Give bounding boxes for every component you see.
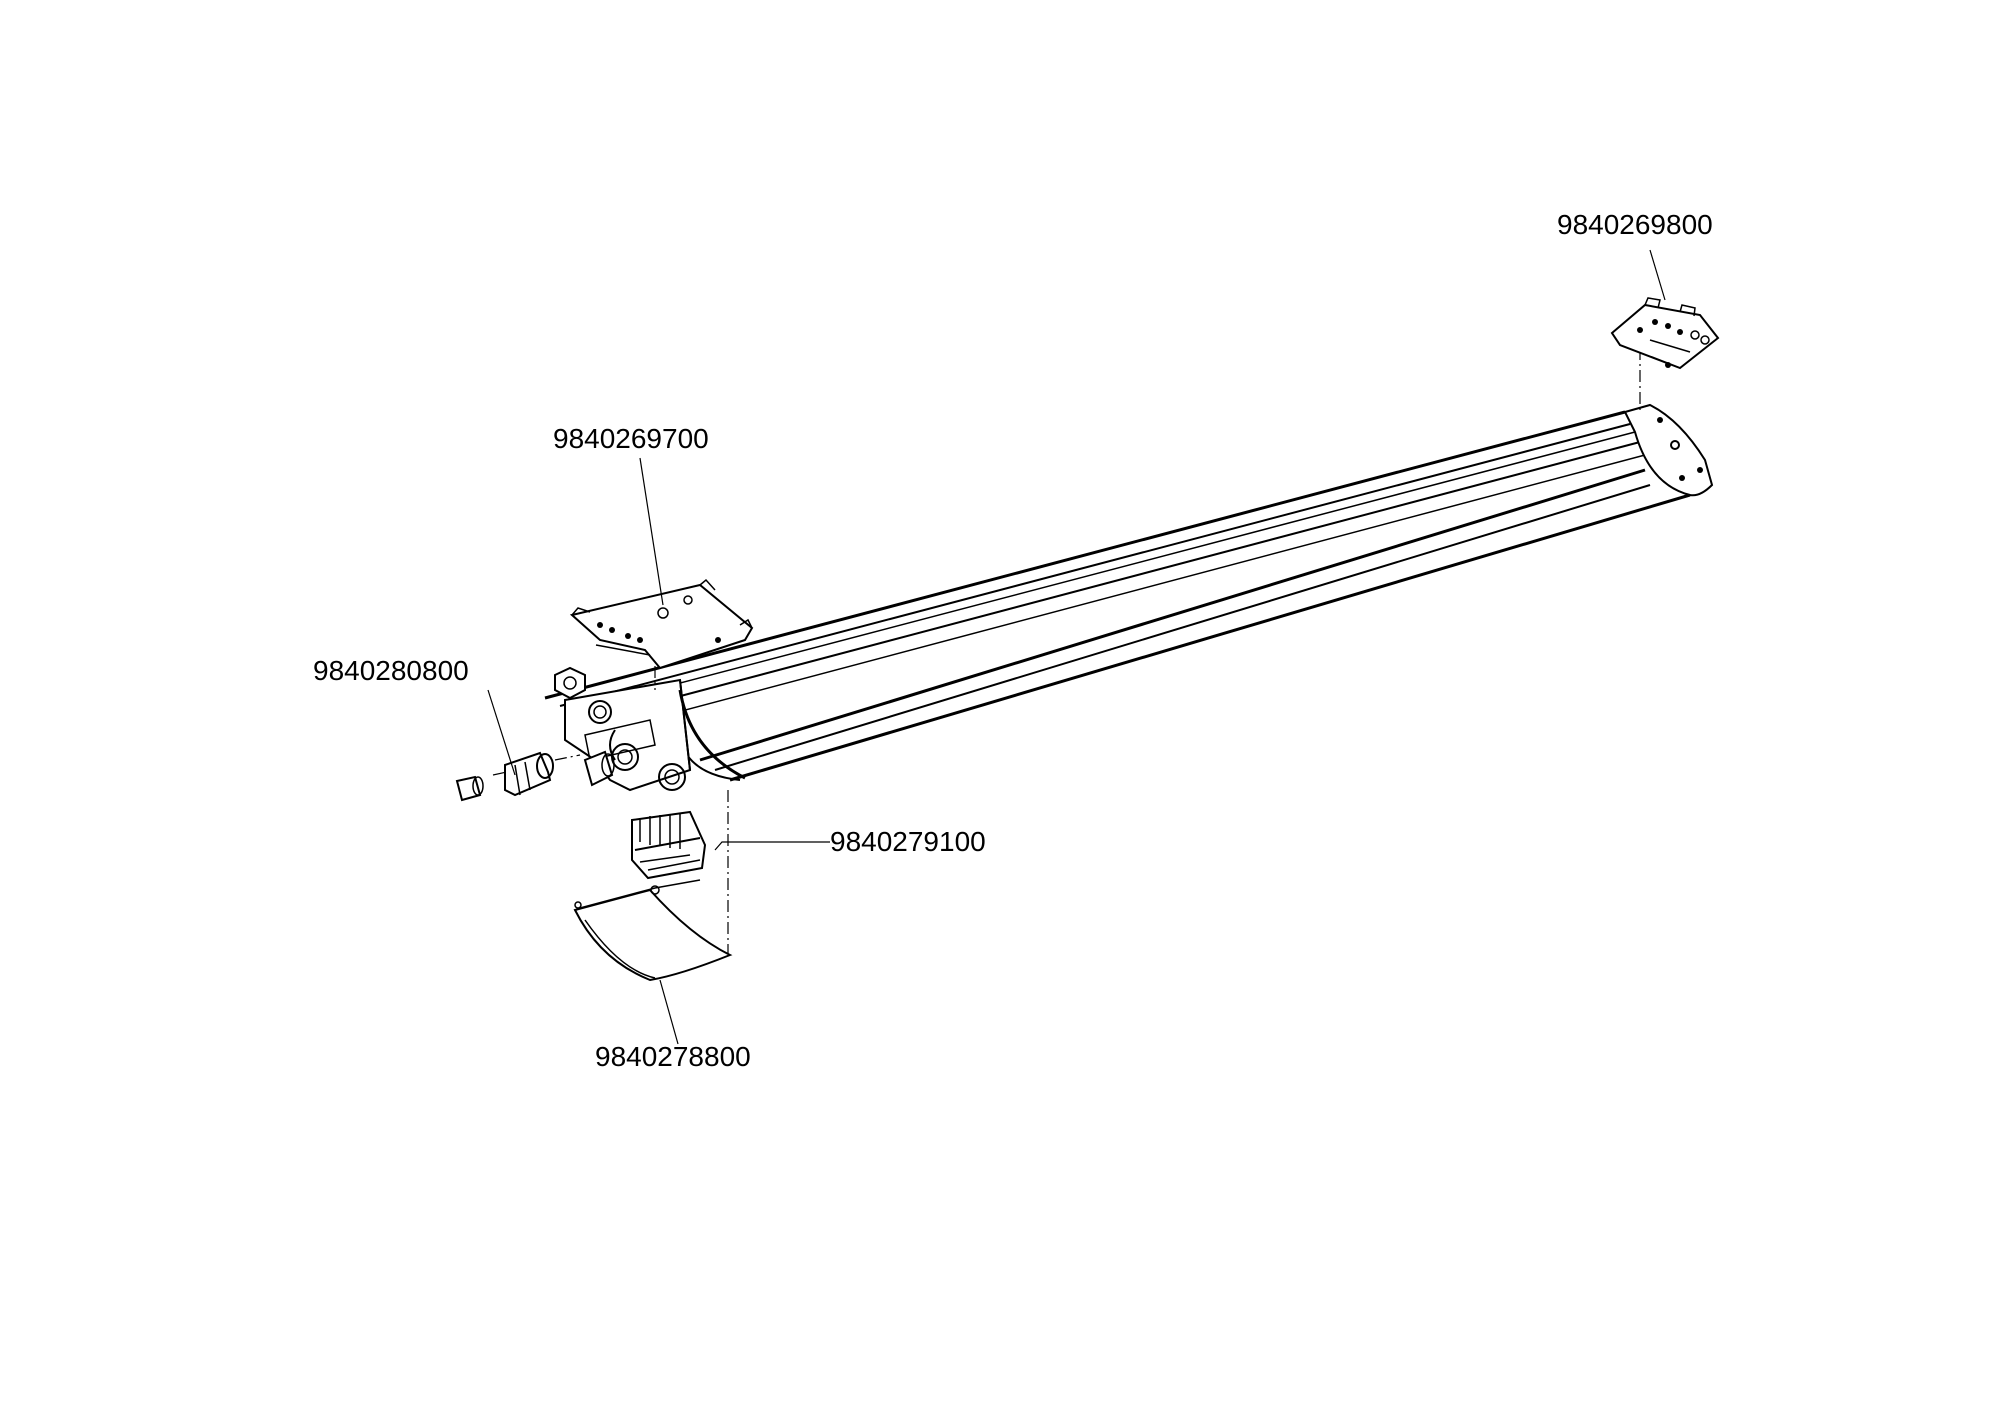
mounting-bracket-right — [1610, 297, 1720, 370]
terminal-block — [631, 810, 707, 880]
mounting-bracket-left — [569, 578, 754, 670]
leader-lines — [487, 249, 1666, 1045]
heater-body — [544, 403, 1714, 792]
part-number-bracket-left: 9840269700 — [553, 423, 709, 454]
end-cap — [573, 879, 733, 982]
cable-gland — [455, 666, 615, 802]
part-number-end-cap: 9840278800 — [595, 1041, 751, 1072]
part-number-terminal-block: 9840279100 — [830, 826, 986, 857]
part-number-bracket-right: 9840269800 — [1557, 209, 1713, 240]
part-number-cable-gland: 9840280800 — [313, 655, 469, 686]
